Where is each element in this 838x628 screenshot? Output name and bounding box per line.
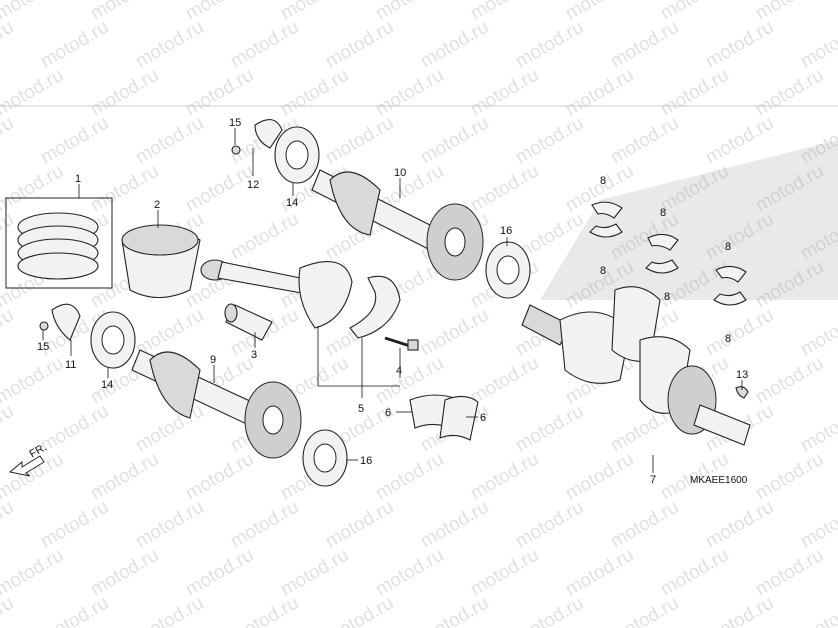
callout-5: 5	[358, 403, 364, 415]
piston-rings-icon	[5, 197, 113, 289]
callout-4: 4	[396, 365, 402, 377]
crankshaft-icon	[521, 286, 751, 446]
callout-8e: 8	[725, 241, 731, 253]
piston-pin-icon	[224, 303, 273, 341]
callout-16b: 16	[360, 455, 372, 467]
callout-10: 10	[394, 167, 406, 179]
piston-icon	[121, 224, 201, 298]
callout-14a: 14	[286, 197, 298, 209]
callout-13: 13	[736, 369, 748, 381]
callout-6a: 6	[385, 407, 391, 419]
connecting-rod-icon	[200, 259, 353, 329]
callout-8c: 8	[660, 207, 666, 219]
bolt-icon	[39, 321, 49, 331]
callout-15b: 15	[37, 341, 49, 353]
direction-label: FR.	[28, 441, 49, 460]
callout-2: 2	[154, 199, 160, 211]
direction-arrow-icon	[8, 455, 45, 477]
callout-3: 3	[251, 349, 257, 361]
balancer-shaft-icon	[311, 169, 484, 281]
rod-bearing-shells-icon	[409, 394, 479, 441]
bearing-icon	[274, 126, 320, 184]
main-bearing-shell-icon	[713, 265, 747, 306]
callout-6b: 6	[480, 412, 486, 424]
callout-9: 9	[210, 354, 216, 366]
bearing-retainer-icon	[254, 119, 283, 149]
callout-8f: 8	[725, 333, 731, 345]
callout-14b: 14	[101, 379, 113, 391]
callout-11: 11	[65, 359, 76, 371]
callout-12: 12	[247, 179, 259, 191]
bolt-icon	[231, 145, 241, 155]
bolt-icon	[384, 336, 419, 351]
brand-logo-watermark	[540, 140, 838, 300]
balancer-shaft-icon	[131, 349, 302, 459]
bearing-icon	[90, 311, 136, 369]
callout-1: 1	[75, 173, 81, 185]
callout-7: 7	[650, 474, 656, 486]
bearing-icon	[302, 429, 348, 487]
callout-8a: 8	[600, 175, 606, 187]
callout-8b: 8	[600, 265, 606, 277]
rod-cap-icon	[349, 275, 401, 339]
bearing-icon	[485, 241, 531, 299]
callout-8d: 8	[664, 291, 670, 303]
leader-lines	[42, 128, 743, 473]
bearing-retainer-icon	[51, 303, 81, 341]
main-bearing-shell-icon	[645, 233, 679, 274]
callout-16a: 16	[500, 225, 512, 237]
main-bearing-shell-icon	[589, 201, 623, 238]
woodruff-key-icon	[735, 386, 749, 399]
callout-15a: 15	[229, 117, 241, 129]
diagram-code: MKAEE1600	[690, 475, 748, 486]
